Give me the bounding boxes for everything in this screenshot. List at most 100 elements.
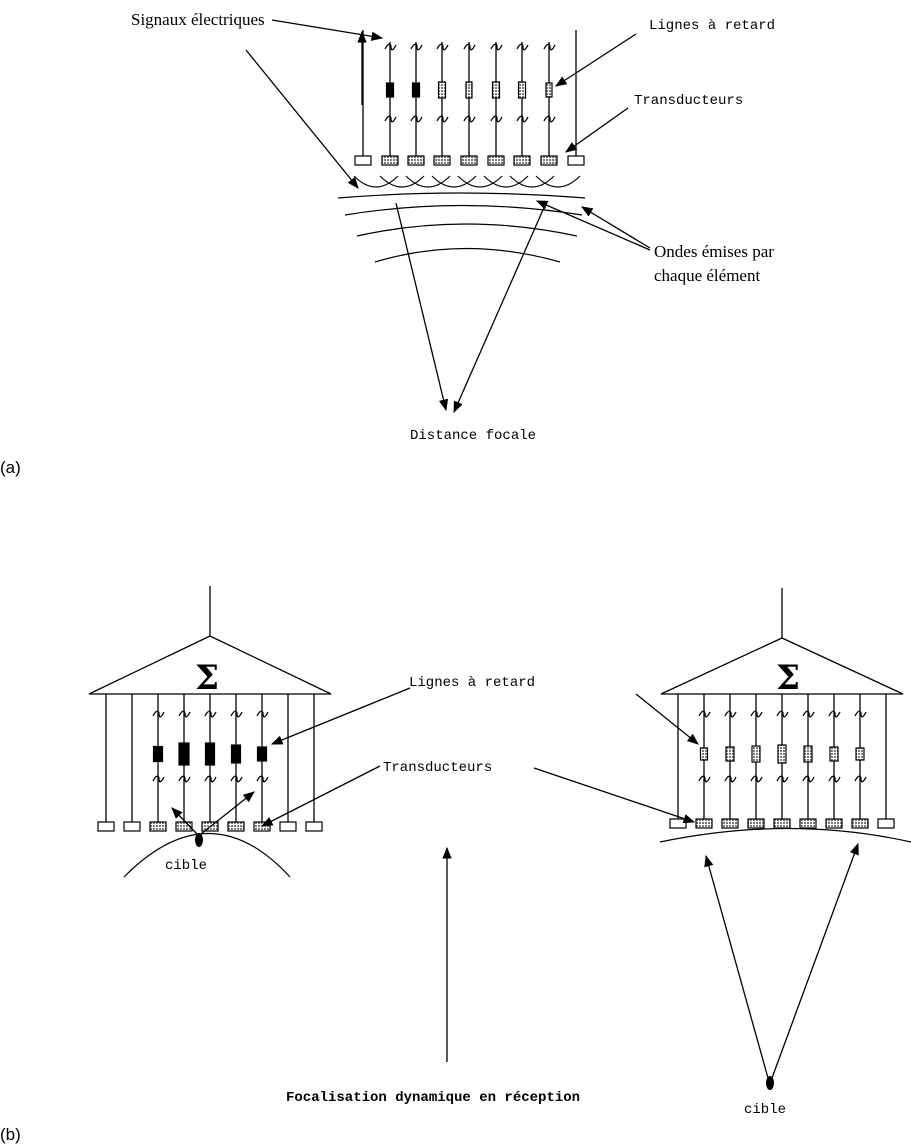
delay-lines-label-a: Lignes à retard — [649, 18, 776, 34]
delay-element — [437, 81, 447, 99]
transducer-element — [227, 821, 245, 832]
sum-symbol-right: Σ — [776, 658, 801, 698]
delay-squiggle — [724, 710, 737, 718]
delay-squiggle — [854, 710, 867, 718]
panel-b-drawing — [88, 586, 911, 1090]
delay-lines-label-b: Lignes à retard — [409, 675, 536, 691]
delay-squiggle — [230, 775, 243, 783]
delay-squiggle — [802, 775, 815, 783]
delay-squiggle — [854, 775, 867, 783]
transducer-element — [123, 821, 141, 832]
delay-squiggle — [828, 775, 841, 783]
delay-squiggle — [750, 710, 763, 718]
delay-element — [699, 747, 709, 761]
wavefront-arc — [344, 204, 583, 216]
delay-squiggle — [698, 710, 711, 718]
delay-element — [152, 745, 164, 763]
delay-squiggle — [490, 115, 503, 123]
delay-squiggle — [516, 43, 529, 51]
wavelet-arc — [509, 175, 555, 188]
delay-squiggle — [543, 43, 556, 51]
transducer-element — [773, 818, 791, 829]
delay-squiggle — [178, 710, 191, 718]
delay-element — [803, 745, 813, 763]
delay-squiggle — [828, 710, 841, 718]
delay-squiggle — [204, 775, 217, 783]
delay-lines-arrow — [555, 33, 637, 87]
wavelet-arc — [405, 175, 451, 188]
transducer-element — [381, 155, 399, 166]
waves-label-line1: Ondes émises par — [654, 242, 774, 261]
delay-squiggle — [724, 775, 737, 783]
delay-squiggle — [152, 775, 165, 783]
waves-arrow — [580, 206, 651, 249]
delay-squiggle — [490, 43, 503, 51]
transducer-element — [851, 818, 869, 829]
receive-wavefront — [659, 827, 911, 843]
echo-ray — [771, 842, 859, 1079]
delay-element — [230, 744, 242, 764]
delay-squiggle — [230, 710, 243, 718]
panel-b-label: (b) — [0, 1125, 21, 1144]
transducer-element — [354, 155, 372, 166]
delay-squiggle — [776, 710, 789, 718]
delay-squiggle — [410, 115, 423, 123]
delay-squiggle — [750, 775, 763, 783]
delay-squiggle — [436, 43, 449, 51]
wavelet-arc — [535, 175, 581, 188]
transducers-arrow — [533, 767, 696, 824]
delay-lines-arrow — [270, 687, 411, 745]
signal-arrow — [245, 49, 359, 189]
delay-squiggle — [516, 115, 529, 123]
transducer-element — [799, 818, 817, 829]
transducer-element — [149, 821, 167, 832]
delay-element — [777, 744, 787, 764]
delay-element — [491, 81, 501, 99]
wavefront-arc — [356, 223, 578, 237]
transducer-element — [460, 155, 478, 166]
wavefront-arc — [374, 247, 561, 263]
transducer-element — [747, 818, 765, 829]
wavelet-arc — [379, 175, 425, 188]
delay-element — [385, 82, 395, 98]
wavelet-arc — [457, 175, 503, 188]
wavefront-arc — [337, 192, 586, 199]
wavelet-arc — [353, 175, 399, 188]
delay-element — [751, 745, 761, 763]
transducer-element — [513, 155, 531, 166]
waves-label-line2: chaque élément — [654, 266, 761, 285]
focus-ray — [395, 202, 449, 412]
delay-squiggle — [204, 710, 217, 718]
delay-squiggle — [384, 43, 397, 51]
receive-wavefront — [123, 833, 291, 878]
delay-squiggle — [463, 43, 476, 51]
delay-squiggle — [410, 43, 423, 51]
delay-squiggle — [152, 710, 165, 718]
target-left-label: cible — [165, 858, 208, 874]
transducer-element — [97, 821, 115, 832]
target-point — [195, 833, 203, 847]
target-point — [766, 1076, 774, 1090]
delay-element — [256, 746, 268, 762]
dynamic-focusing-caption: Focalisation dynamique en réception — [286, 1090, 581, 1106]
delay-squiggle — [384, 115, 397, 123]
delay-element — [178, 742, 190, 766]
sum-symbol-left: Σ — [195, 658, 220, 698]
transducer-element — [825, 818, 843, 829]
delay-element — [855, 747, 865, 761]
focus-ray — [453, 202, 547, 414]
delay-squiggle — [256, 775, 269, 783]
transducers-arrow — [565, 107, 629, 153]
transducer-element — [433, 155, 451, 166]
echo-ray — [200, 791, 255, 835]
transducer-element — [877, 818, 895, 829]
delay-squiggle — [178, 775, 191, 783]
delay-lines-arrow — [635, 693, 699, 745]
target-right-label: cible — [744, 1102, 787, 1118]
delay-element — [204, 742, 216, 766]
signals-label: Signaux électriques — [131, 10, 265, 29]
signal-pointer-arrow — [271, 19, 384, 41]
transducer-element — [487, 155, 505, 166]
delay-element — [465, 81, 473, 99]
